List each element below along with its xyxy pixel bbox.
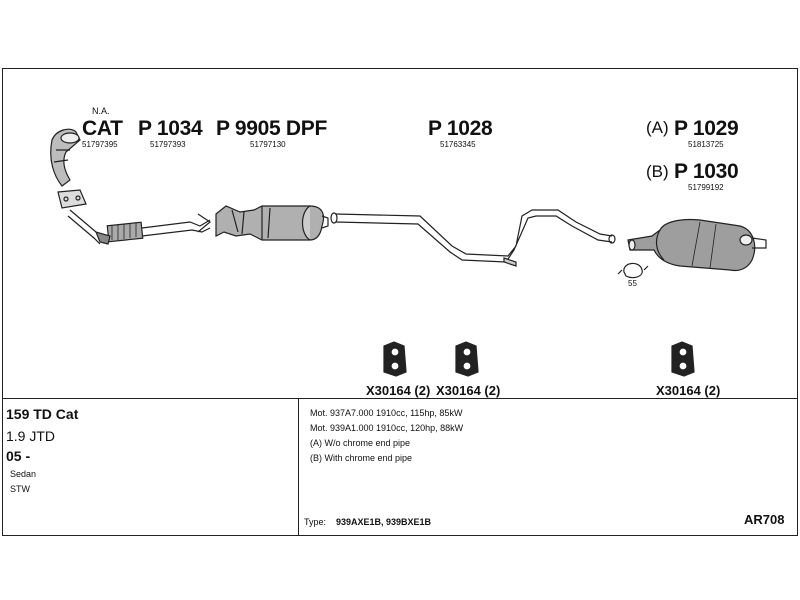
rear-silencer-part bbox=[627, 218, 767, 272]
vehicle-engine: 1.9 JTD bbox=[6, 428, 56, 444]
part-p1028-number: 51763345 bbox=[440, 140, 476, 149]
cat-number: 51797395 bbox=[82, 140, 118, 149]
diagram-frame bbox=[2, 68, 798, 536]
cat-label: CAT bbox=[82, 117, 123, 140]
note-variant-a: (A) W/o chrome end pipe bbox=[310, 438, 411, 448]
type-value: 939AXE1B, 939BXE1B bbox=[336, 517, 432, 527]
type-label: Type: bbox=[304, 517, 327, 527]
hanger-part bbox=[455, 341, 479, 377]
hanger-label-1: X30164 (2) bbox=[366, 383, 431, 398]
note-variant-b: (B) With chrome end pipe bbox=[310, 453, 413, 463]
clamp-part bbox=[617, 262, 649, 279]
na-label: N.A. bbox=[92, 106, 110, 116]
diagram-code: AR708 bbox=[744, 512, 785, 527]
hanger-part bbox=[383, 341, 407, 377]
divider-vertical bbox=[298, 398, 299, 536]
vehicle-body-stw: STW bbox=[10, 484, 30, 494]
part-p1030-number: 51799192 bbox=[688, 183, 724, 192]
hanger-label-3: X30164 (2) bbox=[656, 383, 721, 398]
divider-horizontal bbox=[2, 398, 798, 399]
part-p1028: P 1028 bbox=[428, 117, 493, 140]
variant-a: (A) bbox=[646, 118, 669, 137]
part-p1029-number: 51813725 bbox=[688, 140, 724, 149]
part-p1030: P 1030 bbox=[674, 160, 739, 183]
part-p9905-number: 51797130 bbox=[250, 140, 286, 149]
front-pipe-part bbox=[67, 209, 212, 245]
center-pipe-part bbox=[330, 209, 616, 267]
variant-b: (B) bbox=[646, 162, 669, 181]
part-p1029: P 1029 bbox=[674, 117, 739, 140]
part-p9905: P 9905 DPF bbox=[216, 117, 328, 140]
note-engine-1: Mot. 937A7.000 1910cc, 115hp, 85kW bbox=[310, 408, 463, 418]
catalyst-part bbox=[50, 128, 87, 209]
part-p1034-number: 51797393 bbox=[150, 140, 186, 149]
part-p1034: P 1034 bbox=[138, 117, 203, 140]
vehicle-year: 05 - bbox=[6, 448, 31, 464]
hanger-part bbox=[671, 341, 695, 377]
clamp-number: 55 bbox=[628, 279, 637, 288]
vehicle-body-sedan: Sedan bbox=[10, 469, 37, 479]
vehicle-model: 159 TD Cat bbox=[6, 406, 79, 422]
hanger-label-2: X30164 (2) bbox=[436, 383, 501, 398]
dpf-part bbox=[215, 205, 329, 241]
note-engine-2: Mot. 939A1.000 1910cc, 120hp, 88kW bbox=[310, 423, 464, 433]
